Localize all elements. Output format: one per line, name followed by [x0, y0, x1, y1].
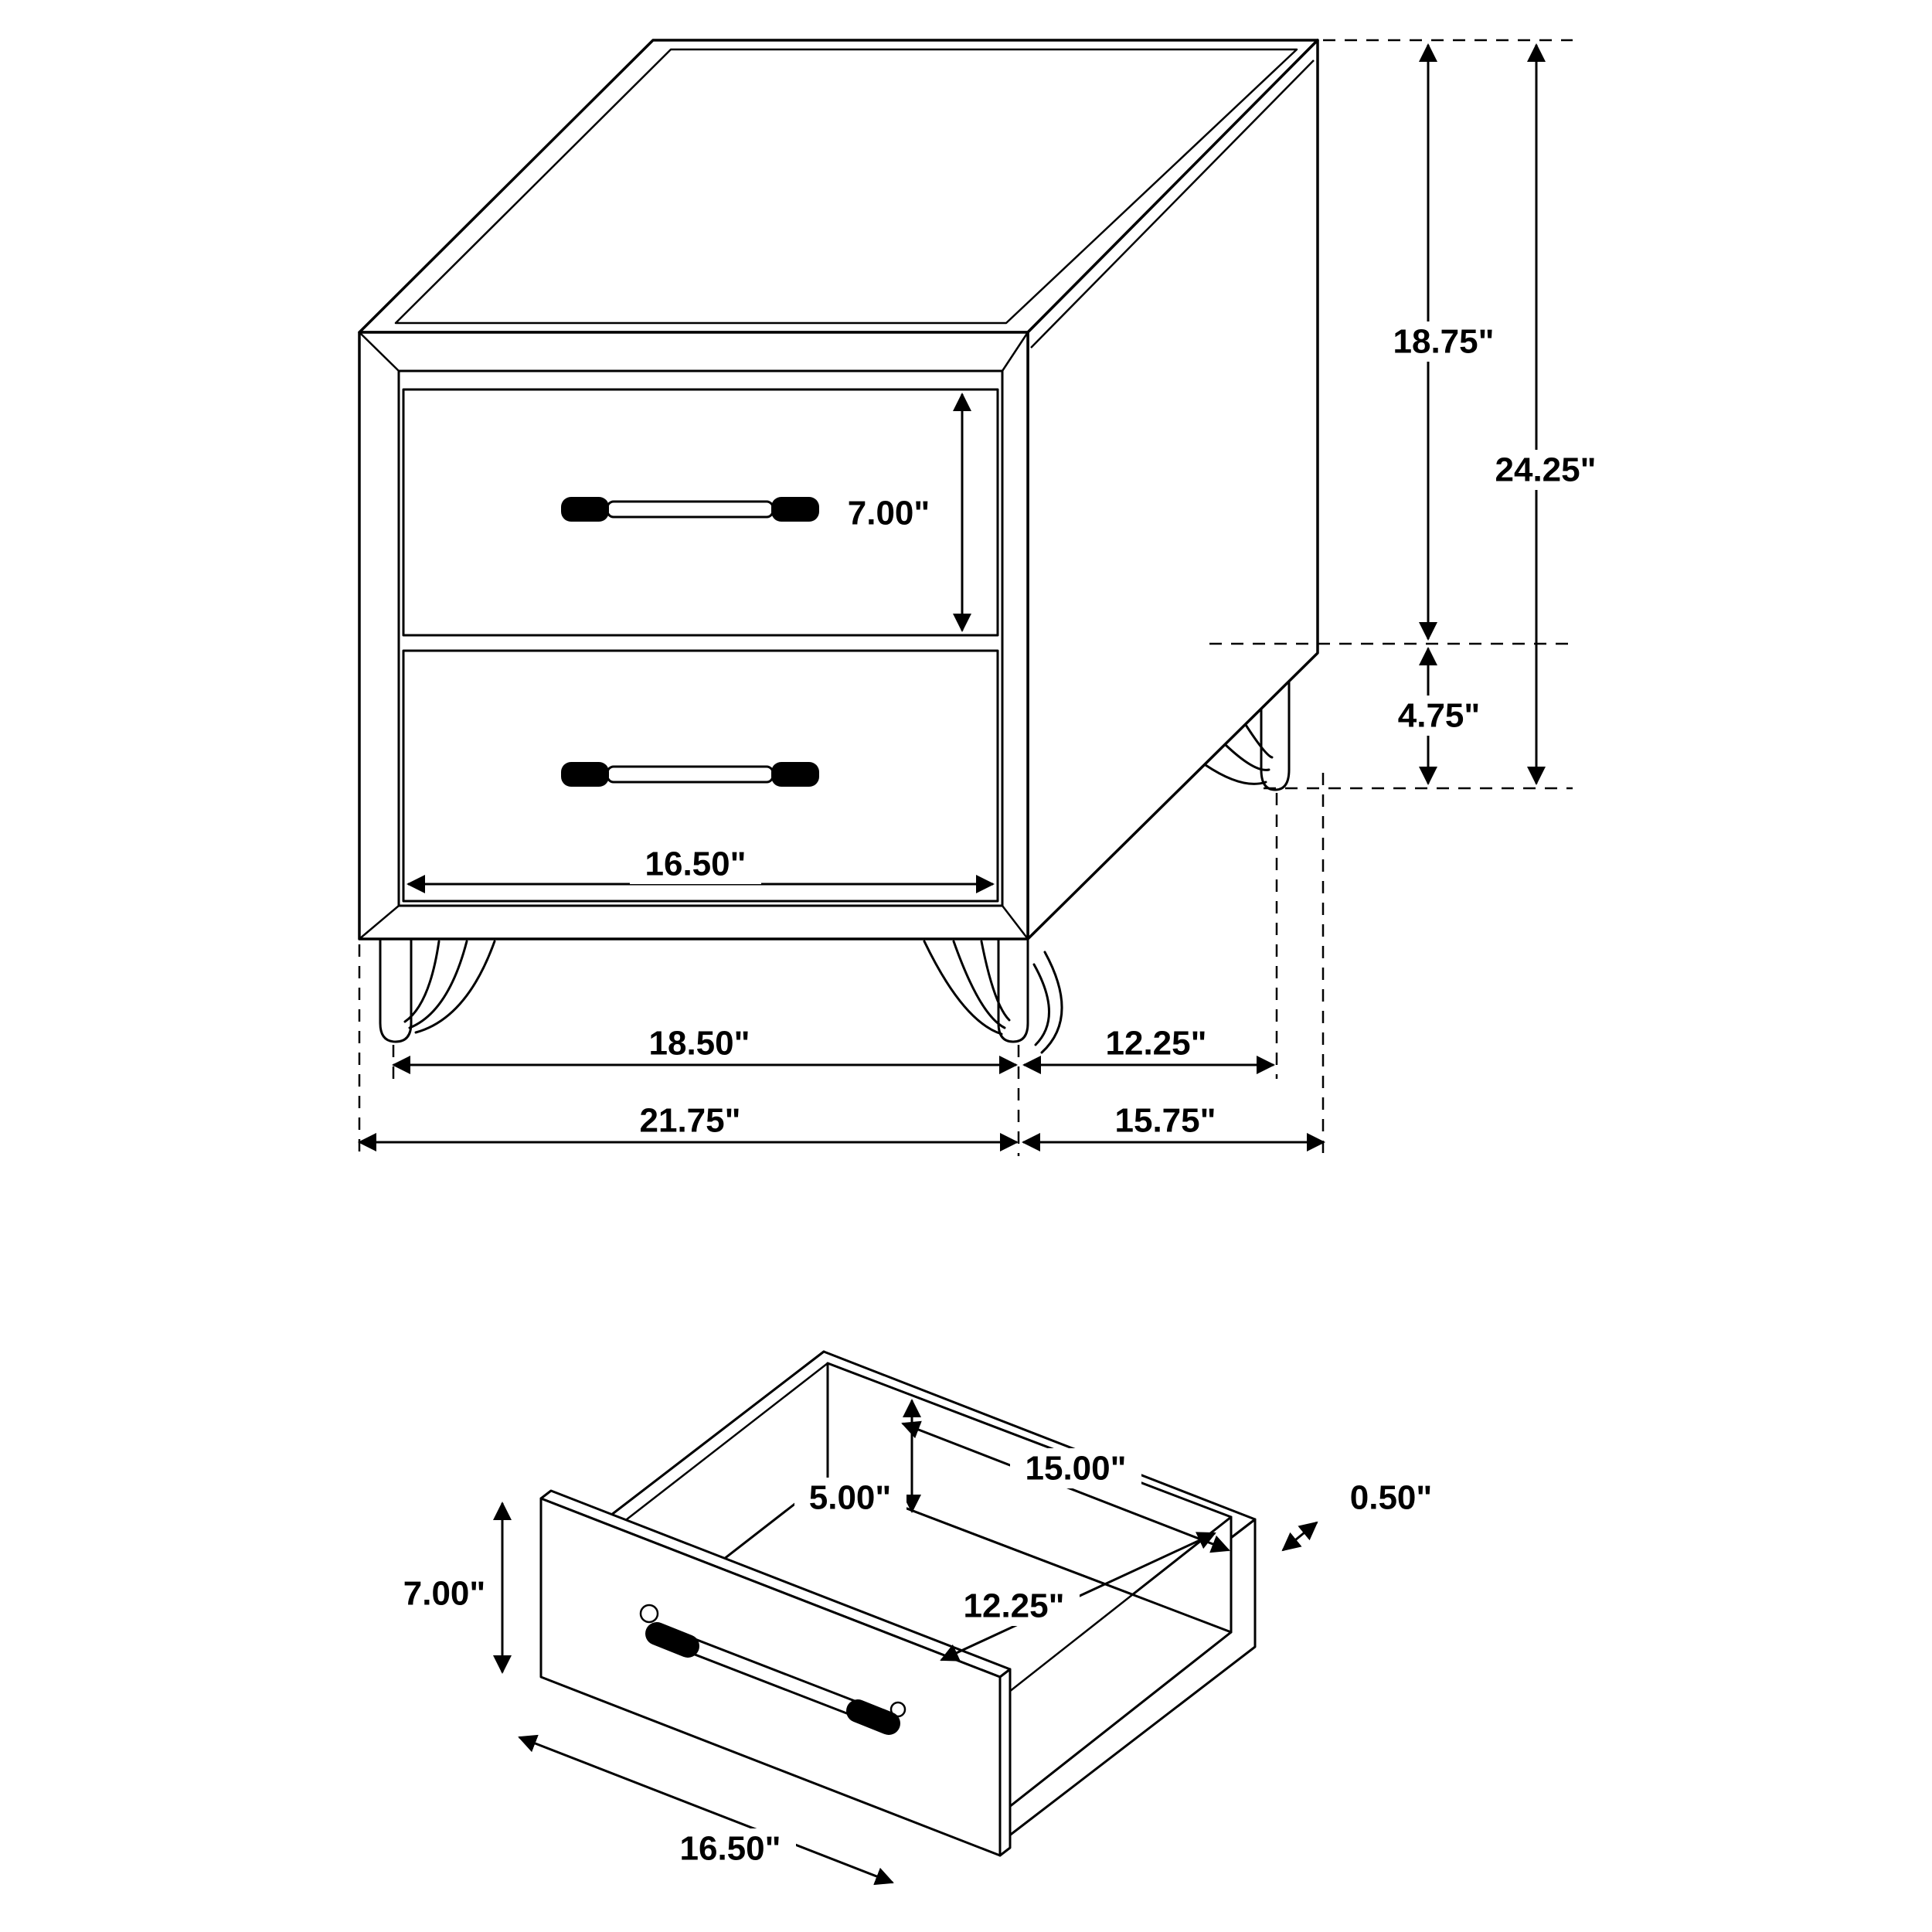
- cabinet-top-face-inset: [394, 48, 1298, 325]
- frame-miter-line: [359, 905, 400, 940]
- drawer-panel-side-edge: [998, 1668, 1012, 1857]
- handle-loop-left: [639, 1604, 659, 1624]
- dim-drawer-front-height-label: 7.00": [848, 495, 930, 532]
- dim-front-height-label: 7.00": [403, 1575, 486, 1613]
- dim-total-height-label: 24.25": [1495, 451, 1597, 489]
- handle-rod: [606, 500, 774, 519]
- dim-leg-height-label: 4.75": [1398, 697, 1481, 735]
- leg-front-left: [379, 934, 413, 1043]
- dim-label-bg: [389, 1573, 501, 1614]
- frame-miter-line: [1002, 905, 1029, 940]
- dim-box-inner-width-label: 15.00": [1026, 1450, 1127, 1488]
- handle-cap-left: [645, 1622, 699, 1658]
- dim-total-depth-label: 15.75": [1115, 1102, 1216, 1140]
- leg-wire-accent: [1032, 963, 1050, 1046]
- leg-wire-accent: [1244, 723, 1274, 759]
- dim-drawer-width-label: 16.50": [645, 845, 747, 883]
- dim-label-bg: [1480, 450, 1611, 490]
- leg-back-right: [1260, 679, 1291, 791]
- leg-wire-accent: [1040, 951, 1063, 1054]
- dim-side-height-label: 18.75": [1393, 323, 1495, 361]
- dim-label-bg: [624, 1100, 756, 1141]
- handle-rod: [606, 765, 774, 784]
- dim-front-thickness-label: 0.50": [1350, 1479, 1433, 1517]
- dim-label-bg: [1335, 1478, 1447, 1518]
- drawer-figure: 7.00" 5.00" 15.00" 0.50" 12.25" 16.50": [389, 1350, 1447, 1886]
- dim-label-bg: [833, 493, 945, 533]
- leg-wire-accent: [408, 940, 468, 1029]
- dim-label-bg: [1100, 1100, 1231, 1141]
- handle-cap-left: [561, 497, 609, 522]
- dim-label-bg: [630, 844, 761, 884]
- dim-front-thickness-line: [1281, 1521, 1318, 1552]
- dim-label-bg: [794, 1478, 906, 1518]
- leg-wire-accent: [414, 940, 496, 1034]
- leg-wire-accents: [403, 723, 1274, 1054]
- drawer-handle: [639, 1604, 906, 1735]
- bottom-drawer-handle: [561, 762, 819, 787]
- leg-wire-accent: [1224, 743, 1270, 771]
- dim-label-bg: [948, 1586, 1080, 1626]
- dim-front-width-label: 16.50": [680, 1830, 781, 1868]
- dim-label-bg: [1010, 1448, 1141, 1488]
- frame-miter-line: [1001, 332, 1029, 372]
- leg-wire-accent: [403, 940, 440, 1023]
- dim-box-inner-height-label: 5.00": [809, 1479, 892, 1517]
- dim-box-inner-depth-label: 12.25": [964, 1587, 1065, 1625]
- leg-wire-accent: [952, 940, 1006, 1029]
- nightstand-figure: 18.75" 24.25" 7.00" 4.75" 16.50" 18.50" …: [358, 39, 1611, 1156]
- dim-total-width-label: 21.75": [640, 1102, 741, 1140]
- dim-leg-span-width-label: 18.50": [649, 1025, 750, 1063]
- top-drawer-handle: [561, 497, 819, 522]
- handle-cap-right: [771, 762, 819, 787]
- handle-cap-right: [771, 497, 819, 522]
- frame-miter-line: [359, 332, 400, 372]
- dim-label-bg: [1378, 321, 1509, 362]
- dim-leg-span-depth-label: 12.25": [1106, 1025, 1207, 1063]
- cabinet-right-face-bevel: [1030, 60, 1315, 349]
- leg-wire-accent: [980, 940, 1011, 1022]
- handle-cap-left: [561, 762, 609, 787]
- handle-cap-right: [846, 1699, 900, 1735]
- leg-wire-accent: [1204, 764, 1267, 785]
- dim-label-bg: [1383, 696, 1495, 736]
- leg-wire-accent: [923, 940, 1003, 1036]
- dim-label-bg: [634, 1023, 765, 1063]
- dim-front-width-line: [518, 1734, 894, 1886]
- dim-label-bg: [665, 1828, 796, 1869]
- dim-label-bg: [1090, 1023, 1222, 1063]
